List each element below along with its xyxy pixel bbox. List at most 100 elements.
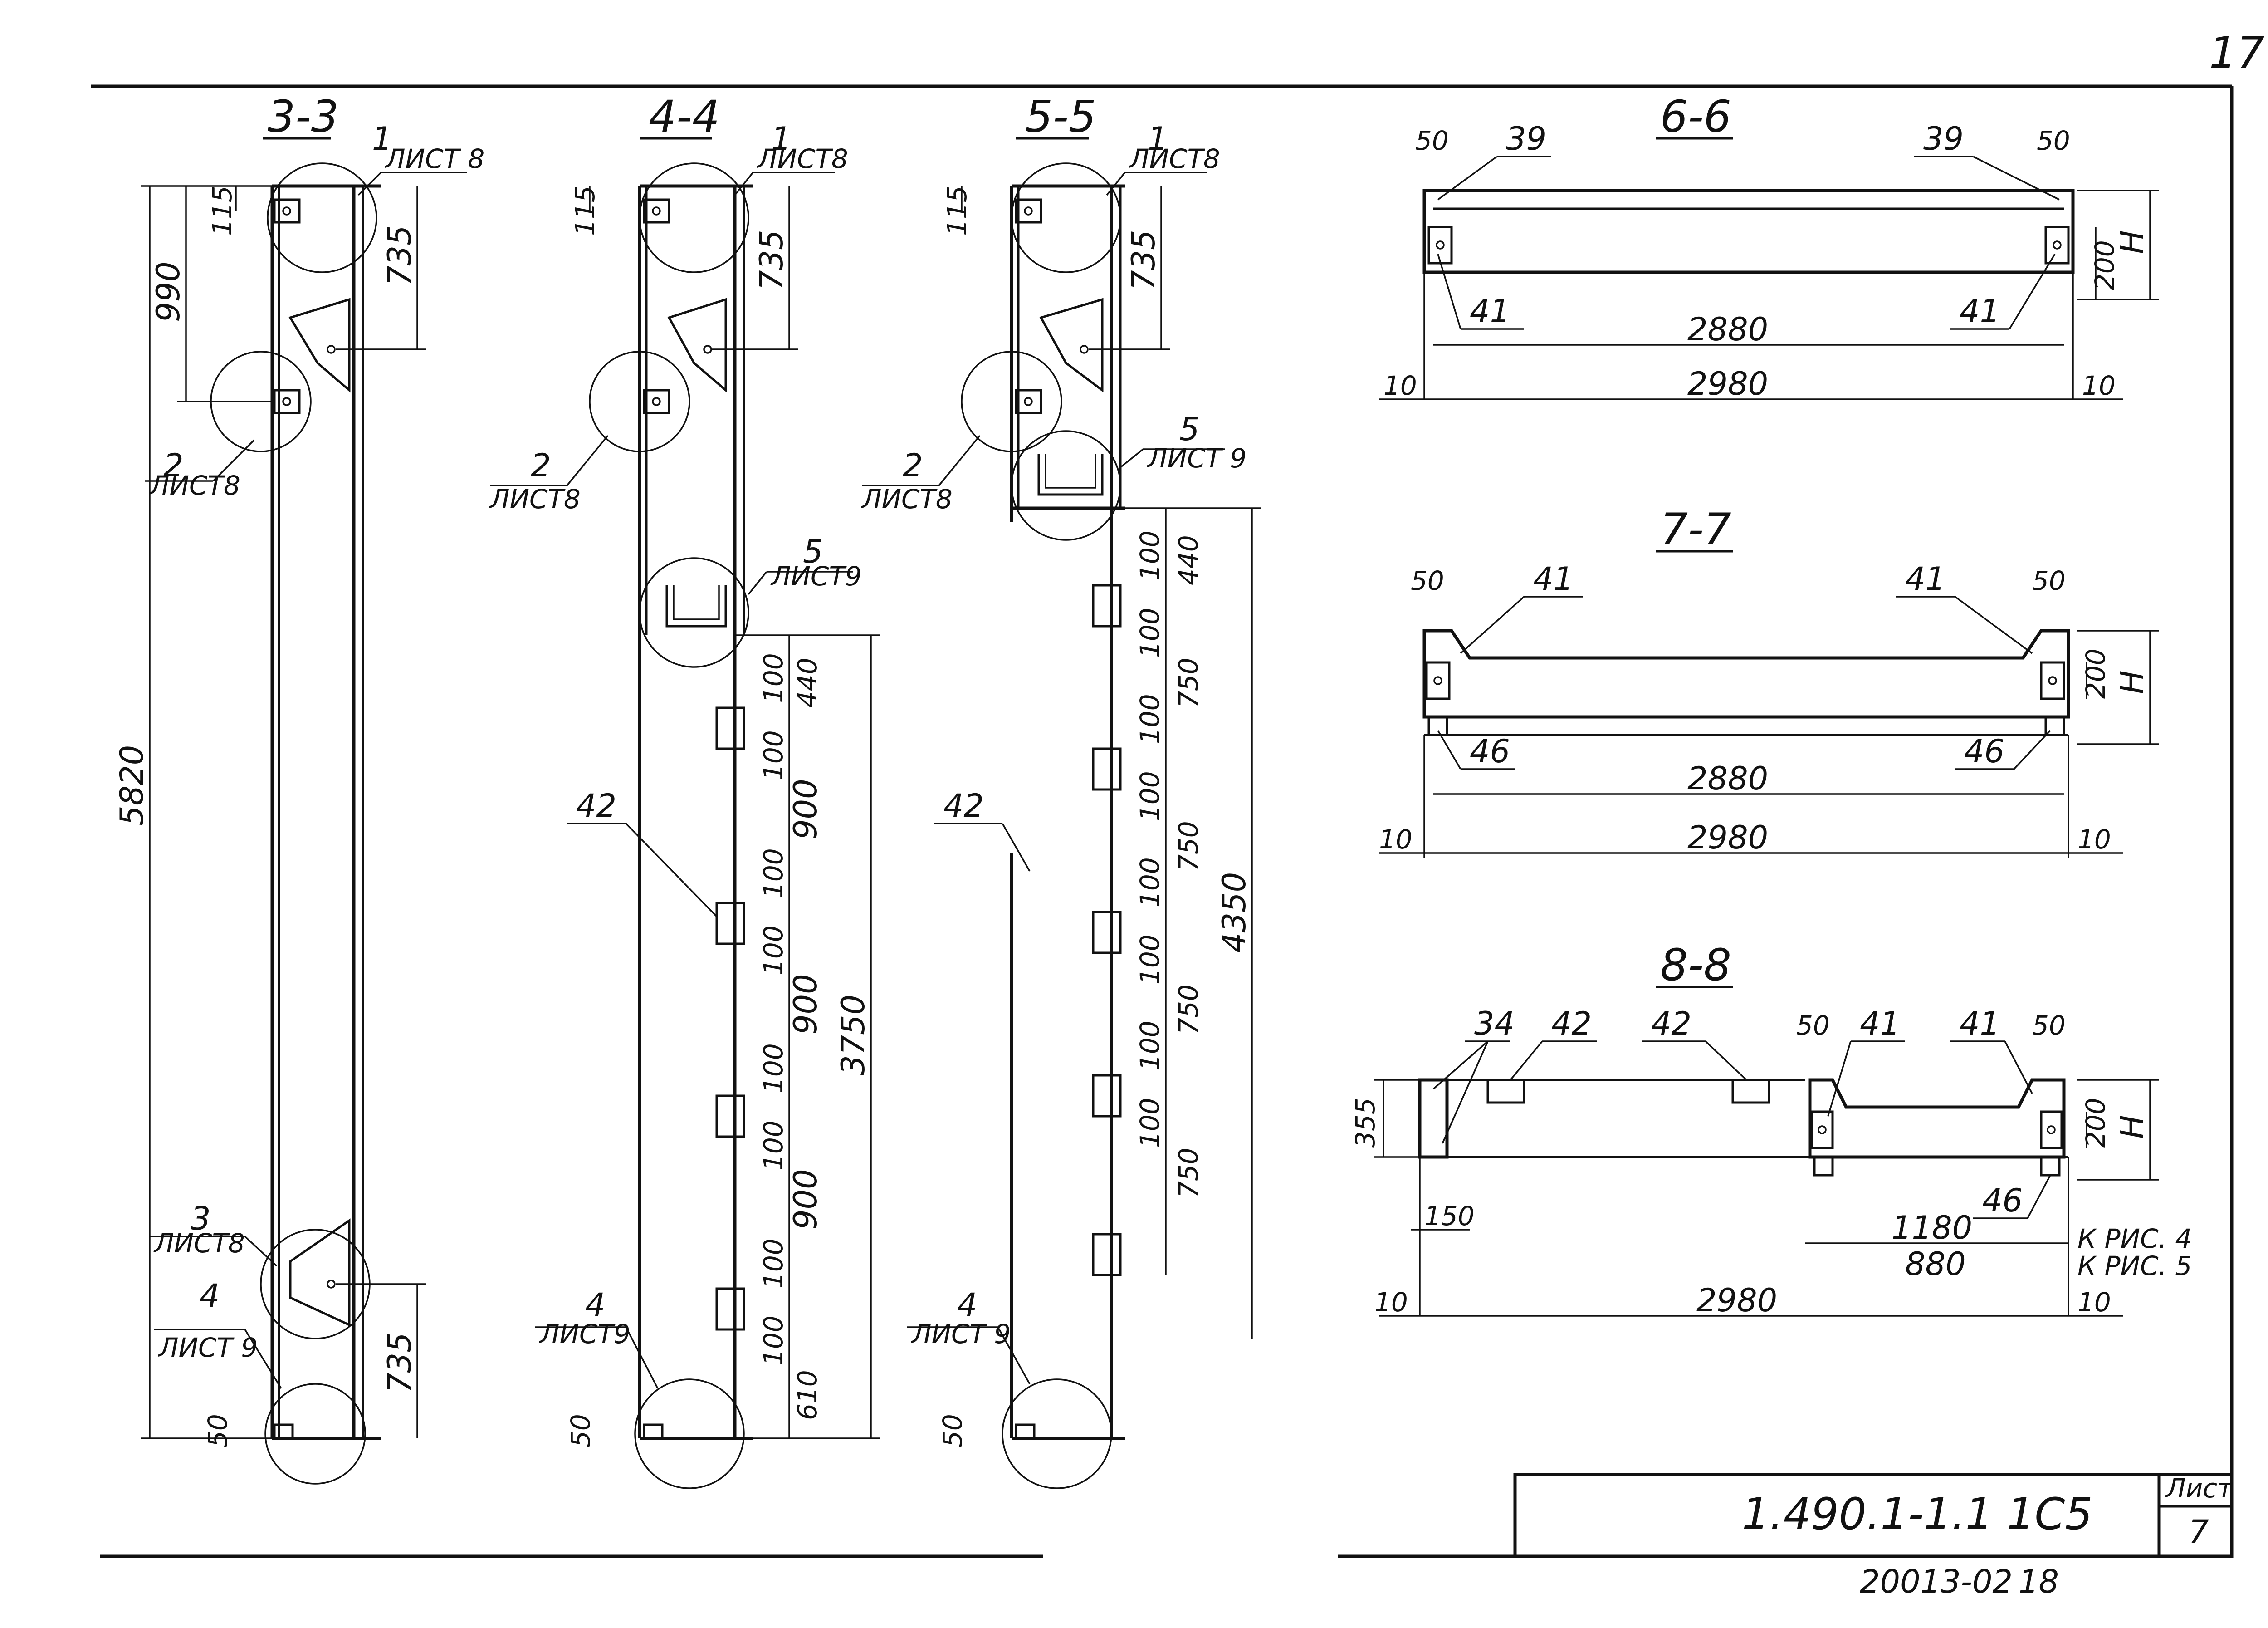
dim-50: 50	[565, 1414, 596, 1447]
section-title: 7-7	[1660, 504, 1731, 555]
dim-h: H	[2114, 1115, 2151, 1139]
dim-50-left: 50	[1415, 125, 1449, 156]
footer-code: 20013-02	[1860, 1563, 2013, 1600]
section-3-3: 3-3 1 ЛИСТ 8 2 ЛИСТ8 3 ЛИСТ8	[113, 91, 484, 1485]
callout-2-num: 2	[531, 447, 551, 484]
section-7-7: 7-7 50 41 41 50 46 46 2880 2980 10 10 20…	[1379, 504, 2159, 858]
dim-2880: 2880	[1687, 760, 1768, 797]
label-41-left: 41	[1533, 560, 1574, 598]
dim-1180: 1180	[1892, 1209, 1972, 1246]
dim-4350: 4350	[1216, 872, 1253, 953]
dim-115: 115	[942, 186, 973, 236]
section-title: 5-5	[1025, 91, 1096, 142]
section-title: 6-6	[1660, 91, 1731, 142]
callout-5-num: 5	[803, 533, 823, 570]
dim-610: 610	[792, 1370, 823, 1420]
dim-2980: 2980	[1687, 819, 1768, 856]
dim-900-c: 900	[787, 1169, 824, 1230]
dim-200: 200	[2080, 648, 2111, 699]
callout-2-sheet: ЛИСТ8	[489, 484, 581, 515]
title-code: 1.490.1-1.1 1С5	[1742, 1489, 2092, 1540]
dim-10-left: 10	[1379, 824, 1413, 855]
callout-1-sheet: ЛИСТ8	[1129, 143, 1220, 174]
dim-h: H	[2114, 670, 2151, 694]
dim-100-e: 100	[1134, 857, 1165, 907]
dim-50-left: 50	[1411, 565, 1444, 596]
dim-880: 880	[1905, 1246, 1966, 1283]
dim-100-h: 100	[1134, 1098, 1165, 1148]
callout-4-sheet: ЛИСТ 9	[911, 1319, 1011, 1349]
label-41-left: 41	[1470, 293, 1510, 330]
dim-440: 440	[1173, 535, 1204, 585]
note-fig-4: К РИС. 4	[2077, 1223, 2192, 1254]
dim-10-right: 10	[2082, 370, 2116, 401]
dim-10-right: 10	[2077, 1287, 2111, 1318]
dim-50: 50	[937, 1414, 968, 1447]
label-41-a: 41	[1860, 1005, 1900, 1042]
dim-100-f: 100	[1134, 934, 1165, 985]
dim-2880: 2880	[1687, 311, 1768, 348]
dim-2980: 2980	[1687, 365, 1768, 402]
dim-990: 990	[150, 261, 187, 322]
footer-number: 18	[2019, 1563, 2059, 1600]
section-5-5: 5-5 1 ЛИСТ8 2 ЛИСТ8 5	[861, 91, 1261, 1489]
dim-750-c: 750	[1173, 984, 1204, 1035]
dim-100-b: 100	[1134, 608, 1165, 658]
callout-3-sheet: ЛИСТ8	[153, 1228, 245, 1259]
callout-2-num: 2	[163, 447, 184, 484]
dim-100-f: 100	[758, 1120, 789, 1171]
dim-100-b: 100	[758, 730, 789, 780]
dim-735-bottom: 735	[381, 1332, 418, 1393]
label-46-left: 46	[1470, 733, 1510, 770]
dim-50-right: 50	[2032, 1010, 2066, 1041]
callout-1-sheet: ЛИСТ 8	[385, 143, 484, 174]
dim-100-a: 100	[758, 653, 789, 703]
dim-200: 200	[2080, 1098, 2111, 1148]
callout-2-sheet: ЛИСТ8	[861, 484, 953, 515]
dim-355: 355	[1350, 1098, 1381, 1148]
dim-5820: 5820	[113, 745, 151, 826]
sheet-number: 7	[2189, 1513, 2209, 1550]
sheet-label: Лист	[2165, 1473, 2234, 1504]
callout-3-num: 3	[191, 1200, 211, 1237]
label-42: 42	[576, 787, 616, 824]
dim-100-g: 100	[758, 1238, 789, 1289]
callout-4-num: 4	[200, 1277, 220, 1314]
label-46: 46	[1982, 1182, 2023, 1219]
dim-100-c: 100	[1134, 694, 1165, 744]
dim-100-h: 100	[758, 1315, 789, 1366]
dim-100-c: 100	[758, 848, 789, 898]
callout-1-num: 1	[372, 120, 392, 157]
callout-1-num: 1	[1148, 120, 1168, 157]
label-39-right: 39	[1923, 120, 1964, 157]
dim-10-left: 10	[1374, 1287, 1408, 1318]
callout-2-num: 2	[903, 447, 923, 484]
label-42-b: 42	[1651, 1005, 1691, 1042]
dim-50-right: 50	[2037, 125, 2070, 156]
dim-735-top: 735	[381, 225, 418, 286]
dim-200: 200	[2089, 240, 2120, 290]
dim-900-b: 900	[787, 974, 824, 1035]
section-title: 8-8	[1660, 940, 1731, 991]
page-number: 17	[2209, 28, 2264, 78]
section-title: 3-3	[268, 91, 339, 142]
sheet-frame: 17	[91, 28, 2264, 1558]
dim-900-a: 900	[787, 779, 824, 839]
callout-5-sheet: ЛИСТ 9	[1147, 443, 1246, 474]
dim-440: 440	[792, 657, 823, 708]
dim-735: 735	[753, 230, 790, 290]
label-42: 42	[943, 787, 984, 824]
dim-100-d: 100	[758, 925, 789, 976]
dim-50-right: 50	[2032, 565, 2066, 596]
callout-5-num: 5	[1179, 411, 1200, 448]
callout-2-sheet: ЛИСТ8	[149, 470, 240, 501]
dim-100-d: 100	[1134, 771, 1165, 821]
dim-3750: 3750	[835, 995, 872, 1075]
dim-750-d: 750	[1173, 1147, 1204, 1198]
callout-4-num: 4	[585, 1286, 606, 1324]
section-title: 4-4	[649, 91, 720, 142]
label-46-right: 46	[1964, 733, 2004, 770]
label-39-left: 39	[1506, 120, 1546, 157]
dim-100-e: 100	[758, 1043, 789, 1094]
